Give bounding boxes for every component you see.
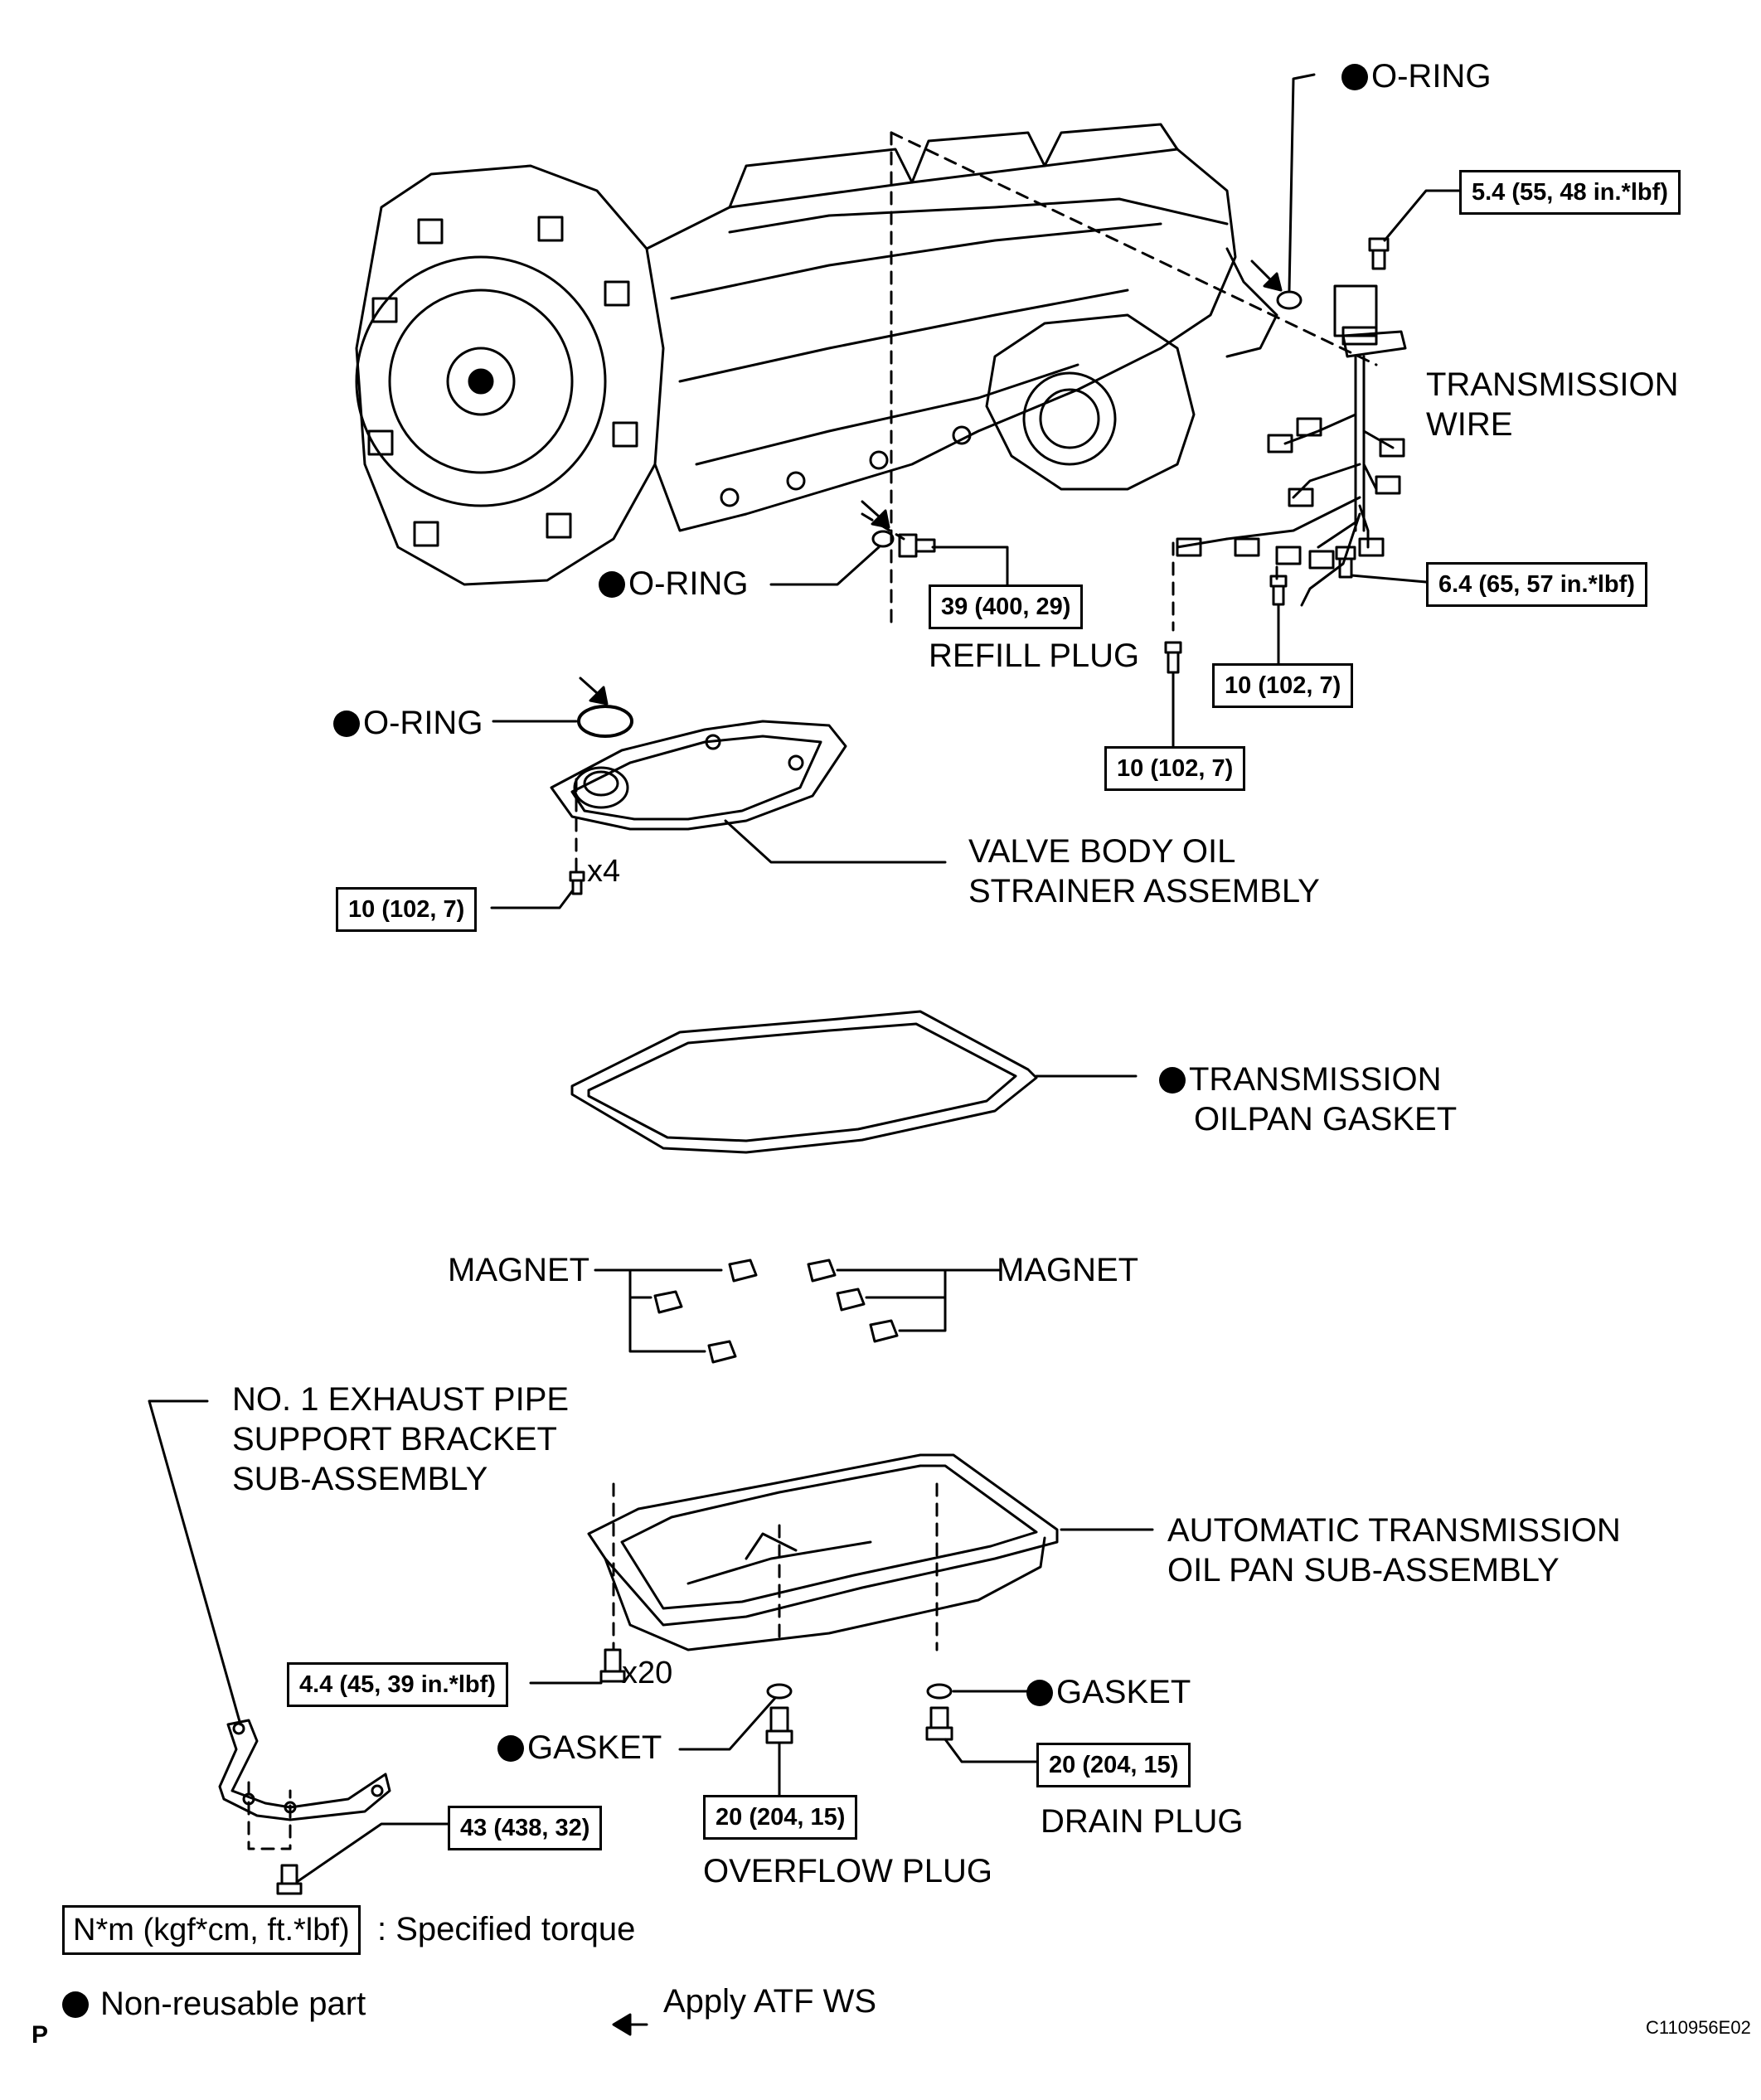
multiplier-strainer-bolts: x4 xyxy=(587,854,621,889)
label-magnet-right: MAGNET xyxy=(997,1252,1139,1288)
label-oring-refill: O-RING xyxy=(599,564,748,604)
oilpan-gasket-drawing xyxy=(570,1010,1038,1154)
torque-wire-right: 6.4 (65, 57 in.*lbf) xyxy=(1426,562,1647,607)
label-gasket-left: GASKET xyxy=(497,1728,662,1768)
nonreusable-dot-icon xyxy=(333,711,360,737)
oring-strainer-shape xyxy=(577,705,633,738)
overflow-gasket-shape xyxy=(766,1683,793,1700)
leader-bolt-bracket xyxy=(295,1822,449,1884)
legend-apply: Apply ATF WS xyxy=(663,1983,877,2020)
figure-reference-code: C110956E02 xyxy=(1646,2017,1751,2038)
torque-refill: 39 (400, 29) xyxy=(929,584,1084,629)
legend-torque-desc: : Specified torque xyxy=(377,1911,636,1947)
leader-strainer xyxy=(724,819,947,864)
torque-bracket: 43 (438, 32) xyxy=(448,1806,603,1850)
dashed-alignment-lines xyxy=(247,131,1378,1850)
leader-wire-top xyxy=(1383,189,1461,242)
apply-arrow-top xyxy=(1250,259,1283,292)
label-exhaust-bracket: NO. 1 EXHAUST PIPE SUPPORT BRACKET SUB-A… xyxy=(232,1381,570,1497)
label-oring-top: O-RING xyxy=(1341,56,1491,96)
leader-drain xyxy=(944,1738,1038,1763)
leader-gasket-left xyxy=(678,1696,777,1751)
leader-magnet-left xyxy=(594,1268,723,1353)
apply-arrow-legend-icon xyxy=(612,2013,648,2036)
exhaust-bracket-drawing xyxy=(218,1719,391,1821)
bolt-bracket xyxy=(276,1864,303,1895)
label-transmission-wire: TRANSMISSION WIRE xyxy=(1426,366,1679,443)
oring-refill-shape xyxy=(871,530,895,548)
leader-refill xyxy=(931,546,1009,586)
torque-oil-pan: 4.4 (45, 39 in.*lbf) xyxy=(287,1662,508,1707)
leader-exhaust-bracket xyxy=(148,1399,242,1726)
transmission-wire-drawing xyxy=(1176,284,1407,607)
drain-plug-shape xyxy=(925,1706,953,1741)
bolt-wire-lower xyxy=(1164,641,1182,674)
leader-bolt-strainer xyxy=(490,890,574,909)
torque-drain: 20 (204, 15) xyxy=(1036,1743,1191,1787)
leader-wire-right xyxy=(1350,574,1428,584)
page-mark: P xyxy=(32,2021,49,2049)
legend-torque-unit: N*m (kgf*cm, ft.*lbf) xyxy=(62,1905,361,1955)
nonreusable-dot-icon xyxy=(62,1991,89,2018)
overflow-plug-shape xyxy=(765,1706,793,1744)
nonreusable-dot-icon xyxy=(599,571,625,598)
drain-gasket-shape xyxy=(926,1683,953,1700)
refill-plug-shape xyxy=(898,533,936,558)
strainer-drawing xyxy=(550,705,847,831)
torque-wire-top: 5.4 (55, 48 in.*lbf) xyxy=(1459,170,1681,215)
bolt-wire-center xyxy=(1269,575,1288,606)
leader-magnet-right xyxy=(836,1268,1001,1332)
bolt-oil-pan xyxy=(599,1648,626,1683)
torque-wire-bolt-b: 10 (102, 7) xyxy=(1104,746,1246,791)
nonreusable-dot-icon xyxy=(1026,1680,1053,1706)
label-refill-plug: REFILL PLUG xyxy=(929,638,1140,674)
oil-pan-drawing xyxy=(587,1453,1059,1651)
label-gasket-right: GASKET xyxy=(1026,1672,1191,1712)
magnets-drawing xyxy=(653,1259,899,1364)
nonreusable-dot-icon xyxy=(497,1735,524,1762)
label-oil-pan: AUTOMATIC TRANSMISSION OIL PAN SUB-ASSEM… xyxy=(1167,1512,1621,1588)
leader-oring-refill xyxy=(769,546,880,586)
multiplier-pan-bolts: x20 xyxy=(622,1656,673,1690)
apply-arrow-refill xyxy=(861,500,890,529)
bolt-wire-right xyxy=(1335,546,1356,579)
torque-overflow: 20 (204, 15) xyxy=(703,1795,858,1840)
nonreusable-dot-icon xyxy=(1159,1067,1186,1094)
bolt-wire-top xyxy=(1368,237,1390,270)
label-valve-body: VALVE BODY OIL STRAINER ASSEMBLY xyxy=(968,833,1320,909)
legend-nonreusable: Non-reusable part xyxy=(62,1984,366,2024)
torque-strainer: 10 (102, 7) xyxy=(336,887,478,932)
apply-arrow-strainer xyxy=(579,677,609,706)
label-oring-strainer: O-RING xyxy=(333,703,483,743)
torque-wire-bolt-a: 10 (102, 7) xyxy=(1212,663,1354,708)
nonreusable-dot-icon xyxy=(1341,64,1368,90)
oring-top-leader xyxy=(1288,73,1316,292)
label-drain-plug: DRAIN PLUG xyxy=(1041,1803,1244,1840)
oring-top-shape xyxy=(1276,290,1303,310)
transmission-assembly-drawing xyxy=(355,123,1278,586)
label-overflow-plug: OVERFLOW PLUG xyxy=(703,1853,992,1889)
label-oilpan-gasket: TRANSMISSION OILPAN GASKET xyxy=(1159,1060,1457,1139)
label-magnet-left: MAGNET xyxy=(448,1252,590,1288)
bolt-strainer xyxy=(569,871,585,895)
